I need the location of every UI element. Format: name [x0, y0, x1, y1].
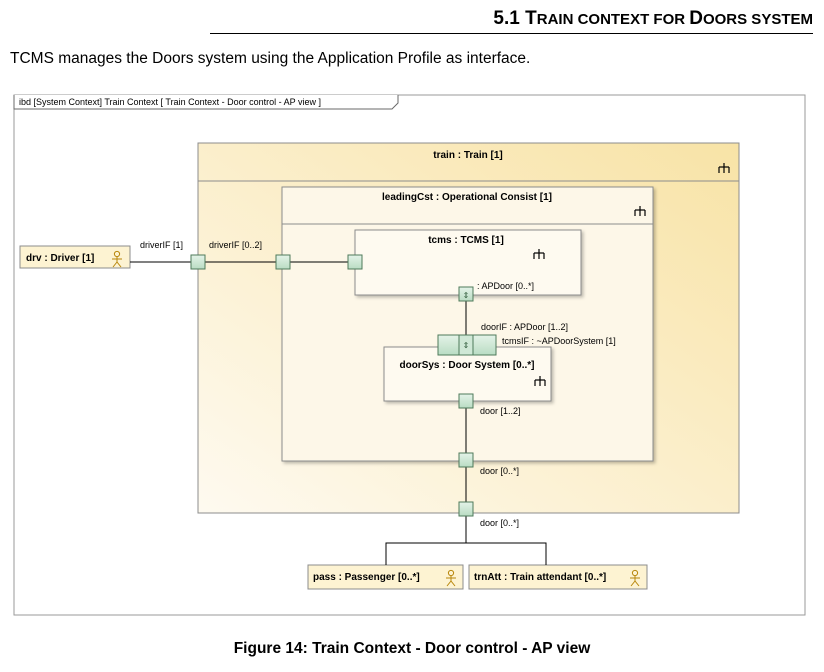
- port-labels: driverIF [1] driverIF [0..2] : APDoor [0…: [140, 240, 616, 528]
- section-title: Train context for Doors system: [525, 8, 813, 29]
- port-consist-driver[interactable]: [275, 254, 291, 270]
- port-label-driverif-range: driverIF [0..2]: [209, 240, 262, 250]
- section-number: 5.1: [493, 8, 520, 29]
- port-label-door-consist: door [0..*]: [480, 466, 519, 476]
- block-door-system-label: doorSys : Door System [0..*]: [399, 360, 534, 371]
- block-door-system[interactable]: doorSys : Door System [0..*]: [383, 346, 552, 402]
- ports: ⇕ ⇕: [190, 254, 497, 517]
- intro-paragraph: TCMS manages the Doors system using the …: [10, 50, 531, 67]
- block-driver[interactable]: drv : Driver [1]: [19, 245, 131, 269]
- port-label-doorif: doorIF : APDoor [1..2]: [481, 322, 568, 332]
- port-tcms-driver[interactable]: [347, 254, 363, 270]
- frame-label: ibd [System Context] Train Context [ Tra…: [19, 97, 321, 107]
- port-doorsys-door[interactable]: [458, 393, 474, 409]
- port-train-driver[interactable]: [190, 254, 206, 270]
- block-driver-label: drv : Driver [1]: [26, 253, 94, 264]
- block-leading-consist[interactable]: leadingCst : Operational Consist [1]: [281, 186, 654, 462]
- block-passenger-label: pass : Passenger [0..*]: [313, 572, 420, 583]
- block-leading-consist-label: leadingCst : Operational Consist [1]: [382, 192, 552, 203]
- port-label-door-train: door [0..*]: [480, 518, 519, 528]
- figure-caption: Figure 14: Train Context - Door control …: [233, 640, 591, 657]
- port-tcms-apdoor[interactable]: [458, 286, 474, 302]
- block-passenger[interactable]: pass : Passenger [0..*]: [307, 564, 464, 590]
- connector-split-actors: [385, 542, 547, 565]
- block-train-attendant[interactable]: trnAtt : Train attendant [0..*]: [468, 564, 648, 590]
- port-direction-icon: ⇕: [463, 291, 470, 300]
- port-consist-door[interactable]: [458, 452, 474, 468]
- block-tcms-label: tcms : TCMS [1]: [428, 235, 504, 246]
- port-label-apdoor: : APDoor [0..*]: [477, 281, 534, 291]
- port-train-door[interactable]: [458, 501, 474, 517]
- block-tcms[interactable]: tcms : TCMS [1]: [354, 229, 582, 296]
- connectors: [130, 261, 547, 565]
- section-heading: 5.1 Train context for Doors system: [210, 8, 813, 34]
- port-label-tcmsif: tcmsIF : ~APDoorSystem [1]: [502, 336, 616, 346]
- port-label-driverif: driverIF [1]: [140, 240, 183, 250]
- frame-label-tab: [13, 95, 399, 110]
- port-direction-icon: ⇕: [463, 341, 470, 350]
- port-doorif[interactable]: [458, 334, 474, 356]
- block-train-label: train : Train [1]: [433, 150, 502, 161]
- port-label-door-1-2: door [1..2]: [480, 406, 521, 416]
- block-train-attendant-label: trnAtt : Train attendant [0..*]: [474, 572, 606, 583]
